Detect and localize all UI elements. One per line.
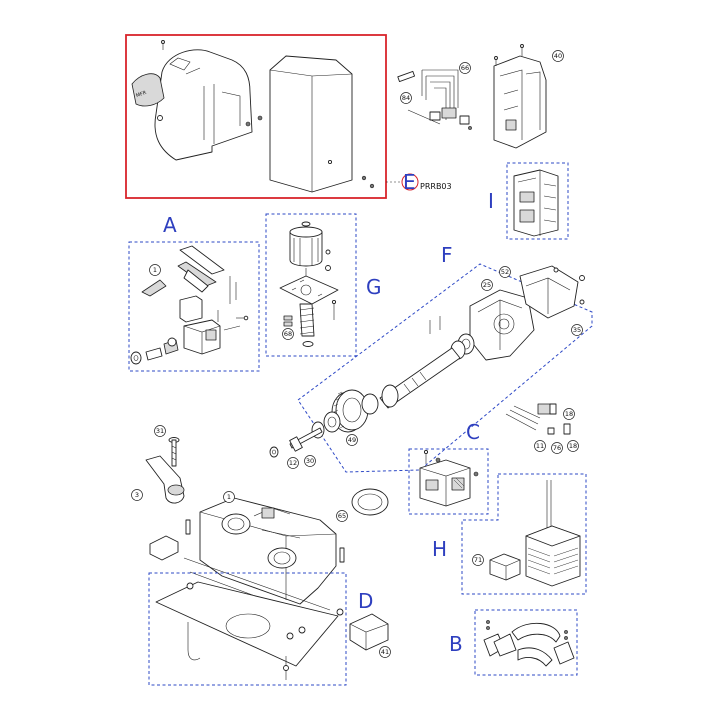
group-a-label: A [163,213,177,237]
part-label: 35 [573,326,581,334]
group-e-marker-circle [401,173,419,191]
group-c-label: C [466,420,480,444]
part-label: 65 [338,512,346,520]
part-label: 52 [501,268,509,276]
group-b-assembly: B [449,609,578,676]
part-label: 11 [536,442,544,450]
part-label: 66 [461,64,469,72]
group-f-label: F [441,243,453,267]
group-g-label: G [366,275,382,299]
group-e-highlight-box [125,34,387,199]
part-label: 49 [348,436,356,444]
part-label: 12 [289,459,297,467]
part-label: 31 [156,427,164,435]
svg-text:MFR: MFR [135,90,148,99]
group-h-label: H [432,537,447,561]
wiring-and-housing-parts: 84 66 40 [397,44,564,149]
cover-code-label: PRRB03 [420,182,452,191]
group-i-label: I [488,189,494,213]
part-label: 71 [474,556,482,564]
group-g-motor-assembly: G 68 [265,213,382,357]
part-label: 3 [135,491,139,499]
group-d-label: D [358,589,373,613]
group-f-drive-shaft-assembly: F 52 25 35 [269,243,593,473]
part-label: 18 [569,442,577,450]
base-housing-parts: 31 3 1 65 [131,425,389,623]
part-label: 30 [306,457,314,465]
part-label: 40 [554,52,562,60]
part-label: 18 [565,410,573,418]
group-c-assembly: C [408,420,489,515]
part-label: 25 [483,281,491,289]
group-a-assembly: A 1 [128,213,260,372]
part-label: 84 [402,94,410,102]
group-e-label: E [403,170,416,194]
group-b-label: B [449,632,463,656]
part-label: 1 [227,493,231,501]
part-label: 76 [553,444,561,452]
limit-switch-parts: 18 11 76 18 [505,403,579,454]
part-label: 1 [153,266,157,274]
part-label: 68 [284,330,292,338]
group-i-control-board: I [488,162,569,240]
group-h-transformer-assembly: H 71 [432,473,587,595]
group-d-base-plate: D 41 [148,572,391,686]
group-e-cover-assembly: MFR E PRRB03 [125,34,452,199]
part-label: 41 [381,648,389,656]
